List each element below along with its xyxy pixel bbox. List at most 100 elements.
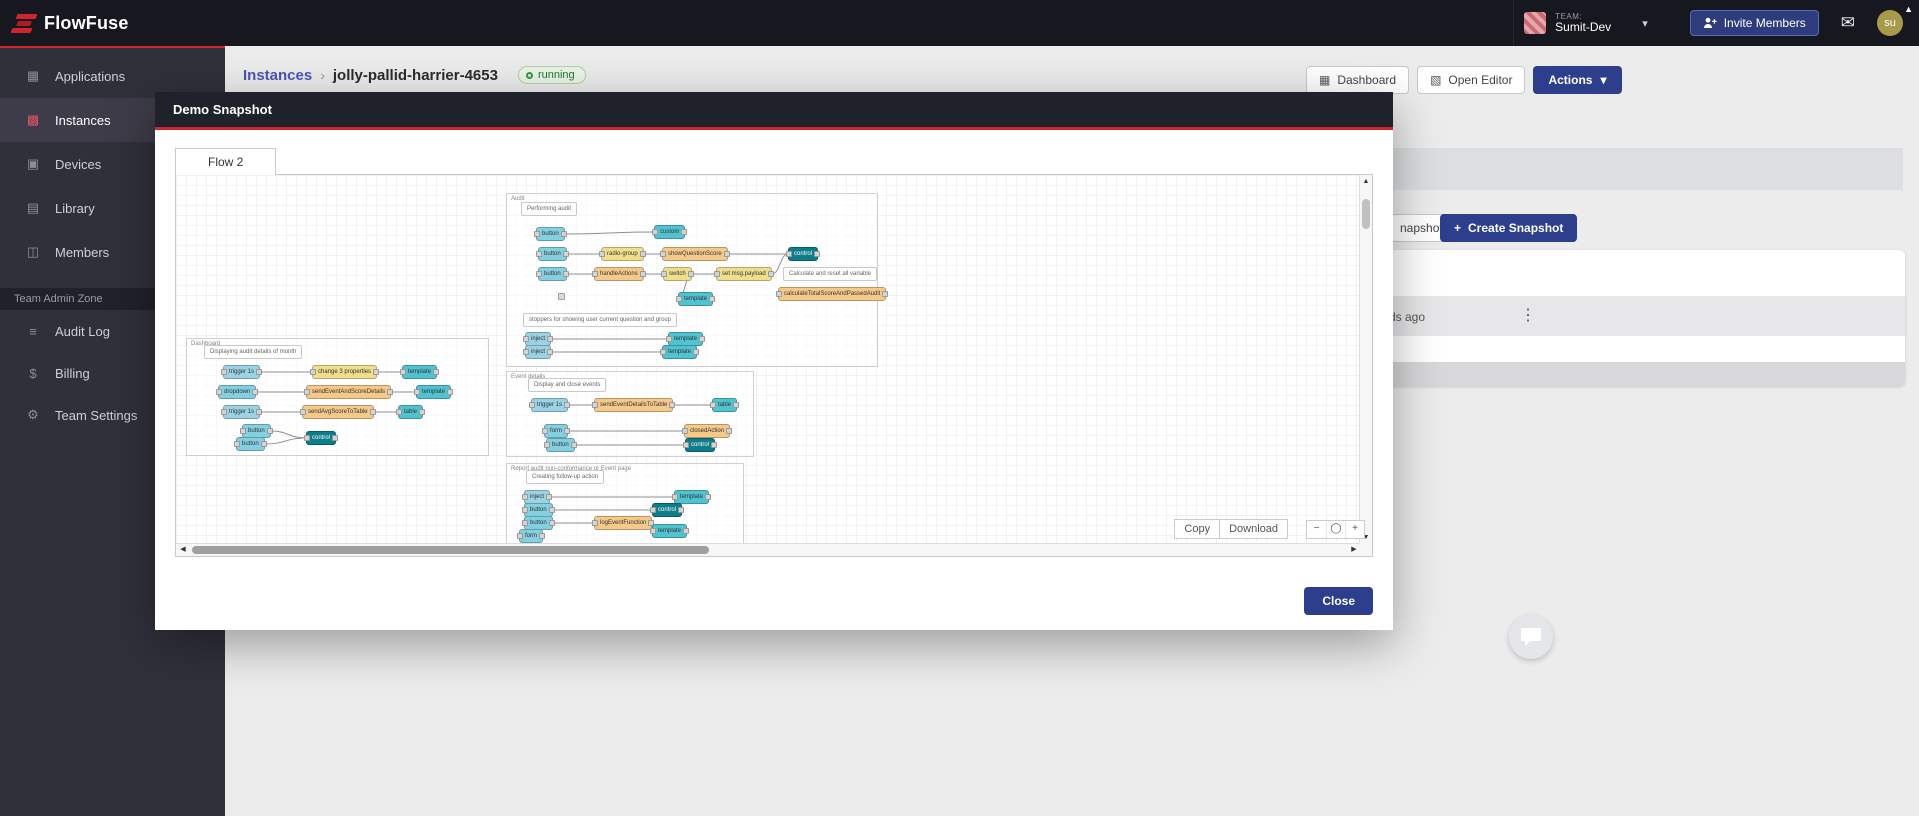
brand-name: FlowFuse bbox=[44, 12, 129, 33]
gear-icon: ⚙ bbox=[27, 407, 39, 422]
applications-icon: ▦ bbox=[26, 68, 40, 83]
flow-node: template bbox=[665, 332, 706, 346]
flow-node: control bbox=[785, 247, 821, 261]
flow-node: trigger 1s bbox=[220, 365, 263, 379]
flow-node: change 3 properties bbox=[309, 365, 380, 379]
flow-tabbar: Flow 2 bbox=[175, 147, 1373, 175]
sidebar-item-label: Instances bbox=[55, 112, 111, 128]
devices-icon: ▣ bbox=[26, 156, 40, 171]
flow-node: template bbox=[413, 385, 454, 399]
sidebar-item-label: Billing bbox=[55, 365, 90, 381]
horizontal-scrollbar[interactable]: ◀ ▶ bbox=[176, 543, 1361, 556]
download-button[interactable]: Download bbox=[1220, 519, 1288, 539]
flow-node: custom bbox=[651, 225, 688, 239]
dashboard-button[interactable]: ▦ Dashboard bbox=[1306, 66, 1410, 94]
zoom-reset-button[interactable]: ◯ bbox=[1326, 521, 1345, 538]
flow-node: logEventFunction bbox=[591, 516, 655, 530]
open-editor-button[interactable]: ▧ Open Editor bbox=[1417, 66, 1526, 94]
flow-node: control bbox=[303, 431, 339, 445]
flow-node: button bbox=[522, 503, 555, 517]
horizontal-scroll-thumb[interactable] bbox=[192, 546, 709, 554]
status-label: running bbox=[537, 69, 575, 81]
team-label: TEAM: bbox=[1555, 11, 1583, 21]
mail-icon[interactable]: ✉ bbox=[1840, 13, 1855, 32]
brand[interactable]: FlowFuse bbox=[0, 13, 129, 34]
nav-accent-line bbox=[0, 46, 225, 48]
breadcrumb: Instances › jolly-pallid-harrier-4653 ru… bbox=[243, 66, 586, 84]
sidebar-item-label: Devices bbox=[55, 156, 102, 172]
flow-node: template bbox=[671, 490, 712, 504]
sidebar-item-members[interactable]: ◫ Members bbox=[0, 230, 225, 274]
sidebar-item-label: Members bbox=[55, 244, 110, 260]
vertical-scrollbar[interactable]: ▲ ▼ bbox=[1359, 175, 1372, 545]
flow-node: template bbox=[675, 292, 716, 306]
members-icon: ◫ bbox=[26, 244, 40, 259]
scrollbar-corner bbox=[1359, 543, 1372, 556]
page-title: jolly-pallid-harrier-4653 bbox=[332, 66, 498, 84]
flow-node: dropdown bbox=[215, 385, 259, 399]
person-plus-icon bbox=[1703, 17, 1717, 28]
user-avatar[interactable]: su bbox=[1877, 10, 1903, 36]
scroll-right-icon[interactable]: ▶ bbox=[1351, 546, 1357, 553]
tab-flow-2[interactable]: Flow 2 bbox=[175, 148, 277, 175]
sidebar-item-label: Audit Log bbox=[55, 323, 110, 339]
scroll-left-icon[interactable]: ◀ bbox=[180, 546, 186, 553]
flow-node: template bbox=[399, 365, 440, 379]
flow-node: trigger 1s bbox=[528, 398, 571, 412]
flow-node: control bbox=[649, 503, 685, 517]
chat-widget[interactable] bbox=[1509, 615, 1553, 659]
vertical-scroll-thumb[interactable] bbox=[1362, 199, 1370, 229]
flow-comment: stoppers for showing user current questi… bbox=[523, 313, 678, 327]
sidebar-item-devices[interactable]: ▣ Devices bbox=[0, 142, 225, 186]
flow-node: inject bbox=[522, 345, 554, 359]
flow-node: button bbox=[240, 424, 273, 438]
modal-title: Demo Snapshot bbox=[173, 102, 272, 117]
flow-node: button bbox=[234, 437, 267, 451]
invite-members-button[interactable]: Invite Members bbox=[1689, 10, 1819, 36]
zoom-in-button[interactable]: + bbox=[1345, 521, 1364, 538]
team-avatar-icon bbox=[1524, 12, 1547, 34]
flow-node: set msg.payload bbox=[714, 267, 774, 281]
scroll-up-icon[interactable]: ▲ bbox=[1362, 178, 1370, 185]
sidebar-item-team-settings[interactable]: ⚙ Team Settings bbox=[0, 394, 225, 436]
flow-node: radio-group bbox=[599, 247, 646, 261]
flow-node: switch bbox=[661, 267, 694, 281]
close-button[interactable]: Close bbox=[1304, 587, 1373, 615]
chevron-down-icon: ▾ bbox=[1642, 17, 1648, 30]
sidebar-item-audit-log[interactable]: ≡ Audit Log bbox=[0, 310, 225, 352]
sidebar-item-billing[interactable]: $ Billing bbox=[0, 352, 225, 394]
zoom-out-button[interactable]: − bbox=[1313, 523, 1320, 534]
sidebar-item-library[interactable]: ▤ Library bbox=[0, 186, 225, 230]
breadcrumb-separator: › bbox=[320, 67, 325, 83]
team-selector[interactable]: TEAM: Sumit-Dev ▾ bbox=[1513, 0, 1674, 46]
modal-header: Demo Snapshot bbox=[155, 92, 1393, 127]
flow-node: closedAction bbox=[681, 424, 733, 438]
kebab-menu-icon[interactable]: ⋮ bbox=[1520, 307, 1536, 324]
flow-node: handleActions bbox=[592, 267, 646, 281]
team-name: Sumit-Dev bbox=[1555, 19, 1612, 34]
actions-button[interactable]: Actions ▾ bbox=[1533, 66, 1622, 94]
actions-button-label: Actions bbox=[1548, 73, 1593, 87]
sidebar-item-applications[interactable]: ▦ Applications bbox=[0, 54, 225, 98]
flow-comment: Display and close events bbox=[528, 378, 607, 392]
flow-node: template bbox=[659, 345, 700, 359]
flow-node: showQuestionScore bbox=[660, 247, 730, 261]
sidebar-item-label: Applications bbox=[55, 68, 126, 84]
copy-button[interactable]: Copy bbox=[1174, 519, 1221, 539]
invite-members-label: Invite Members bbox=[1723, 16, 1806, 30]
billing-icon: $ bbox=[29, 365, 37, 381]
scroll-top-icon[interactable]: ▲ bbox=[1904, 4, 1913, 14]
flow-node: sendEventAndScoreDetails bbox=[303, 385, 394, 399]
flow-node: form bbox=[542, 424, 570, 438]
flow-node: template bbox=[649, 524, 690, 538]
flow-node bbox=[558, 293, 565, 300]
create-snapshot-button[interactable]: + Create Snapshot bbox=[1440, 214, 1578, 242]
scroll-down-icon[interactable]: ▼ bbox=[1362, 534, 1370, 541]
flow-node: trigger 1s bbox=[220, 405, 263, 419]
breadcrumb-instances-link[interactable]: Instances bbox=[243, 66, 313, 84]
status-badge: running bbox=[517, 66, 586, 84]
flow-node: button bbox=[522, 516, 555, 530]
flow-node: control bbox=[682, 438, 718, 452]
